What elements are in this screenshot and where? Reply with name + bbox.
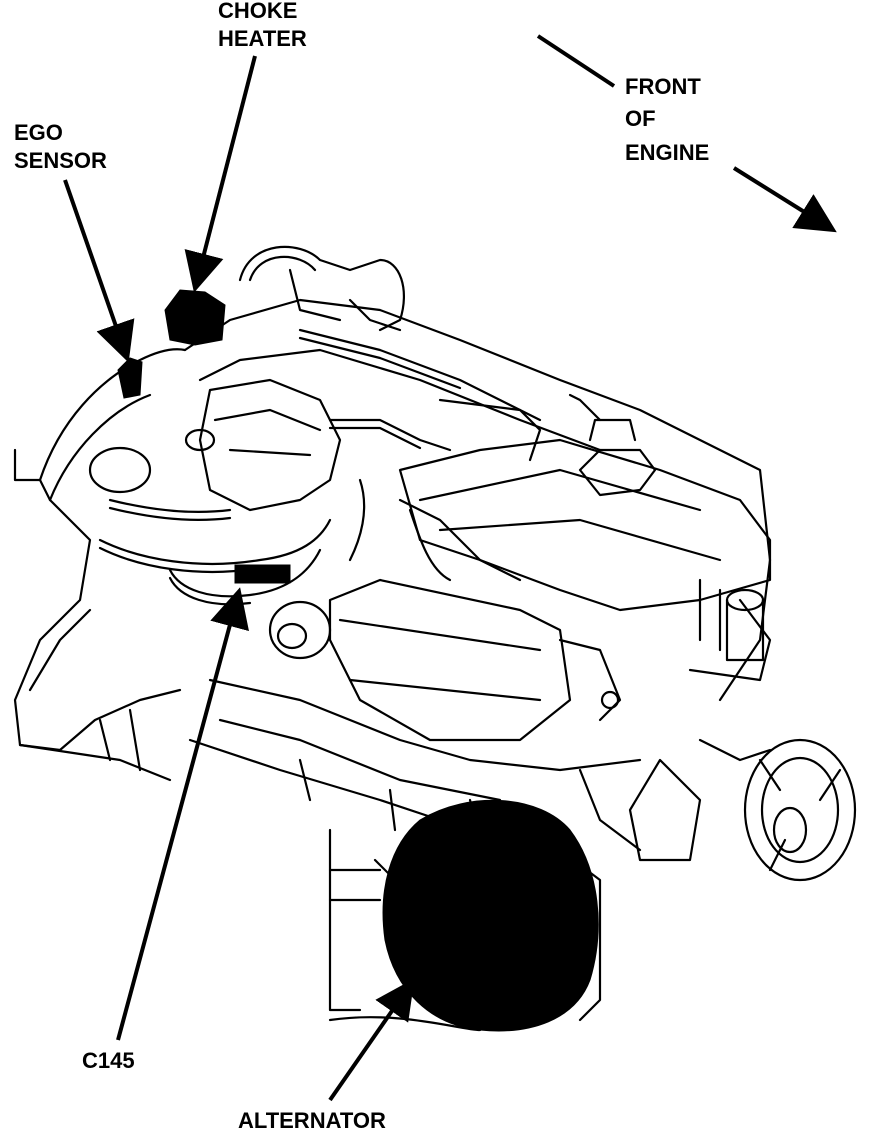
leader-arrows xyxy=(63,34,837,1102)
fan-pulley xyxy=(628,578,857,882)
valve-cover xyxy=(398,393,772,612)
alternator-body xyxy=(382,799,599,1032)
choke-heater-cap xyxy=(164,289,226,346)
choke-heater-label-line1: CHOKE xyxy=(218,0,297,23)
carburetor-area xyxy=(88,245,622,722)
ego-sensor-label-line2: SENSOR xyxy=(14,148,107,173)
front-arrow-lower xyxy=(732,166,837,233)
bell-housing xyxy=(13,348,187,782)
front-of-engine-label-line3: ENGINE xyxy=(625,140,709,165)
engine-drawing xyxy=(13,245,857,1032)
alternator-arrow xyxy=(328,978,415,1102)
c145-connector xyxy=(234,564,291,584)
ego-sensor-body xyxy=(117,357,143,399)
ego-sensor-arrow xyxy=(63,179,135,363)
choke-heater-label-line2: HEATER xyxy=(218,26,307,51)
alternator-label: ALTERNATOR xyxy=(238,1108,386,1132)
front-of-engine-label-line1: FRONT xyxy=(625,74,701,99)
c145-arrow xyxy=(116,587,249,1041)
front-of-engine-label-line2: OF xyxy=(625,106,656,131)
dark-components xyxy=(117,289,599,1032)
callout-labels: CHOKE HEATER EGO SENSOR FRONT OF ENGINE … xyxy=(14,0,709,1132)
front-arrow-upper xyxy=(536,34,616,88)
ego-sensor-label-line1: EGO xyxy=(14,120,63,145)
c145-label: C145 xyxy=(82,1048,135,1073)
choke-heater-arrow xyxy=(184,55,257,293)
